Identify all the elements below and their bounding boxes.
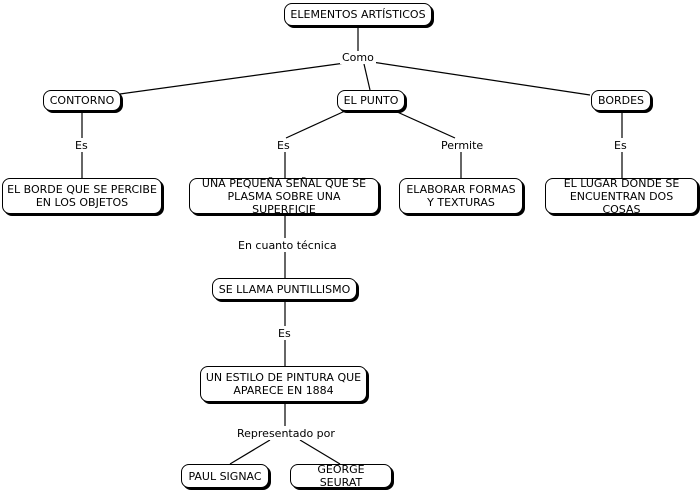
- line-como-bordes: [371, 61, 591, 96]
- line-representado-seurat: [299, 439, 341, 465]
- node-punto-definicion[interactable]: UNA PEQUEÑA SEÑAL QUE SE PLASMA SOBRE UN…: [189, 177, 379, 216]
- node-elaborar-formas[interactable]: ELABORAR FORMAS Y TEXTURAS: [399, 178, 523, 214]
- link-label-es-puntillismo: Es: [276, 327, 293, 340]
- node-contorno[interactable]: CONTORNO: [43, 90, 121, 111]
- node-bordes[interactable]: BORDES: [591, 90, 651, 111]
- link-label-es-punto: Es: [275, 139, 292, 152]
- line-como-punto: [363, 63, 371, 91]
- node-george-seurat[interactable]: GEORGE SEURAT: [290, 463, 392, 489]
- node-el-punto[interactable]: EL PUNTO: [337, 90, 405, 111]
- link-label-permite: Permite: [439, 139, 486, 152]
- node-contorno-definicion[interactable]: EL BORDE QUE SE PERCIBE EN LOS OBJETOS: [2, 178, 162, 214]
- node-puntillismo[interactable]: SE LLAMA PUNTILLISMO: [212, 278, 357, 300]
- link-label-como: Como: [340, 51, 376, 64]
- line-punto-es: [285, 110, 346, 139]
- node-estilo-pintura[interactable]: UN ESTILO DE PINTURA QUE APARECE EN 1884: [200, 366, 367, 402]
- node-elementos-artisticos[interactable]: ELEMENTOS ARTÍSTICOS: [284, 3, 432, 26]
- line-representado-signac: [229, 439, 271, 465]
- link-label-representado-por: Representado por: [235, 427, 337, 440]
- line-como-contorno: [119, 62, 346, 95]
- link-label-es-bordes: Es: [612, 139, 629, 152]
- node-bordes-definicion[interactable]: EL LUGAR DONDE SE ENCUENTRAN DOS COSAS: [545, 177, 698, 216]
- link-label-en-cuanto-tecnica: En cuanto técnica: [236, 239, 339, 252]
- node-paul-signac[interactable]: PAUL SIGNAC: [181, 464, 269, 488]
- line-punto-permite: [394, 110, 456, 139]
- link-label-es-contorno: Es: [73, 139, 90, 152]
